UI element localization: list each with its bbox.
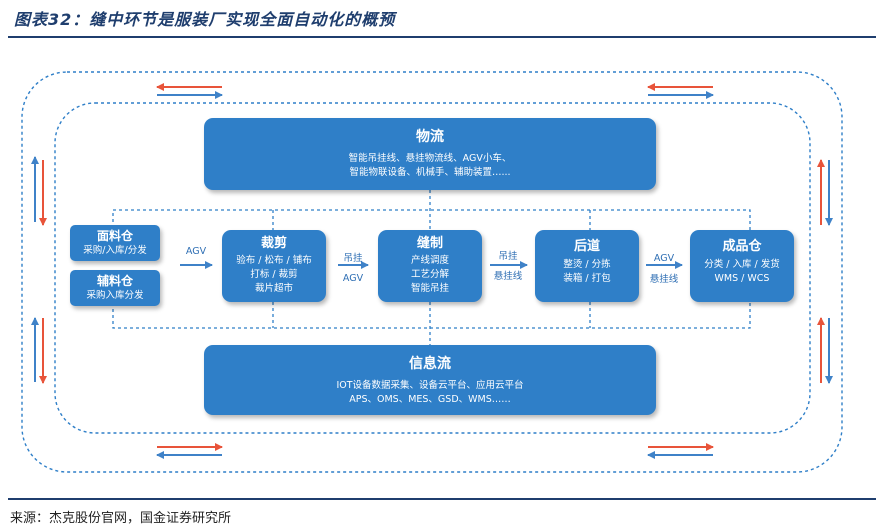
finished-line2: WMS / WCS — [714, 273, 770, 284]
accessory-sub: 采购入库分发 — [86, 290, 144, 301]
cutting-title: 裁剪 — [260, 236, 287, 251]
sewing-box: 缝制 产线调度 工艺分解 智能吊挂 — [378, 230, 482, 302]
logistics-title: 物流 — [416, 129, 444, 145]
finished-line1: 分类 / 入库 / 发货 — [704, 259, 780, 270]
finished-title: 成品仓 — [722, 239, 762, 254]
top-arrows — [156, 83, 714, 99]
connector2-top: 吊挂 — [343, 253, 363, 264]
right-arrows — [817, 159, 833, 384]
left-arrows — [31, 156, 47, 384]
sewing-line3: 智能吊挂 — [410, 283, 449, 294]
cutting-line2: 打标 / 裁剪 — [250, 269, 298, 280]
fabric-sub: 采购/入库/分发 — [83, 245, 147, 256]
logistics-box: 物流 智能吊挂线、悬挂物流线、AGV小车、 智能物联设备、机械手、辅助装置…..… — [204, 118, 656, 190]
connector4-bottom: 悬挂线 — [649, 274, 679, 285]
connector3-top: 吊挂 — [498, 251, 518, 262]
finishing-box: 后道 整烫 / 分拣 装箱 / 打包 — [535, 230, 639, 302]
info-title: 信息流 — [409, 356, 451, 372]
finishing-line2: 装箱 / 打包 — [563, 273, 611, 284]
connector1-bottom: AGV — [185, 246, 207, 257]
title-rule — [8, 36, 876, 38]
sewing-title: 缝制 — [416, 236, 443, 251]
page-title: 图表32：缝中环节是服装厂实现全面自动化的概预 — [14, 10, 396, 29]
finishing-line1: 整烫 / 分拣 — [563, 259, 611, 270]
connector2-bottom: AGV — [342, 273, 364, 284]
connector3-bottom: 悬挂线 — [493, 271, 523, 282]
sewing-line1: 产线调度 — [410, 255, 449, 266]
outer-loop — [21, 71, 843, 473]
bottom-arrows — [156, 443, 714, 459]
info-line2: APS、OMS、MES、GSD、WMS…… — [349, 394, 511, 405]
fabric-warehouse-box: 面料仓 采购/入库/分发 — [70, 225, 160, 261]
fabric-title: 面料仓 — [96, 229, 133, 243]
source-note: 来源：杰克股份官网，国金证券研究所 — [10, 511, 232, 526]
finishing-title: 后道 — [573, 239, 600, 254]
cutting-box: 裁剪 验布 / 松布 / 铺布 打标 / 裁剪 裁片超市 — [222, 230, 326, 302]
info-flow-box: 信息流 IOT设备数据采集、设备云平台、应用云平台 APS、OMS、MES、GS… — [204, 345, 656, 415]
sewing-line2: 工艺分解 — [410, 269, 449, 280]
cutting-line3: 裁片超市 — [254, 283, 293, 294]
info-line1: IOT设备数据采集、设备云平台、应用云平台 — [336, 380, 524, 391]
inner-loop — [54, 102, 811, 434]
footer-rule — [8, 498, 876, 500]
finished-goods-box: 成品仓 分类 / 入库 / 发货 WMS / WCS — [690, 230, 794, 302]
cutting-line1: 验布 / 松布 / 铺布 — [236, 255, 312, 266]
logistics-line1: 智能吊挂线、悬挂物流线、AGV小车、 — [348, 153, 512, 164]
logistics-line2: 智能物联设备、机械手、辅助装置…... — [349, 167, 511, 178]
accessory-title: 辅料仓 — [96, 274, 133, 288]
connector4-top: AGV — [653, 253, 675, 264]
accessory-warehouse-box: 辅料仓 采购入库分发 — [70, 270, 160, 306]
